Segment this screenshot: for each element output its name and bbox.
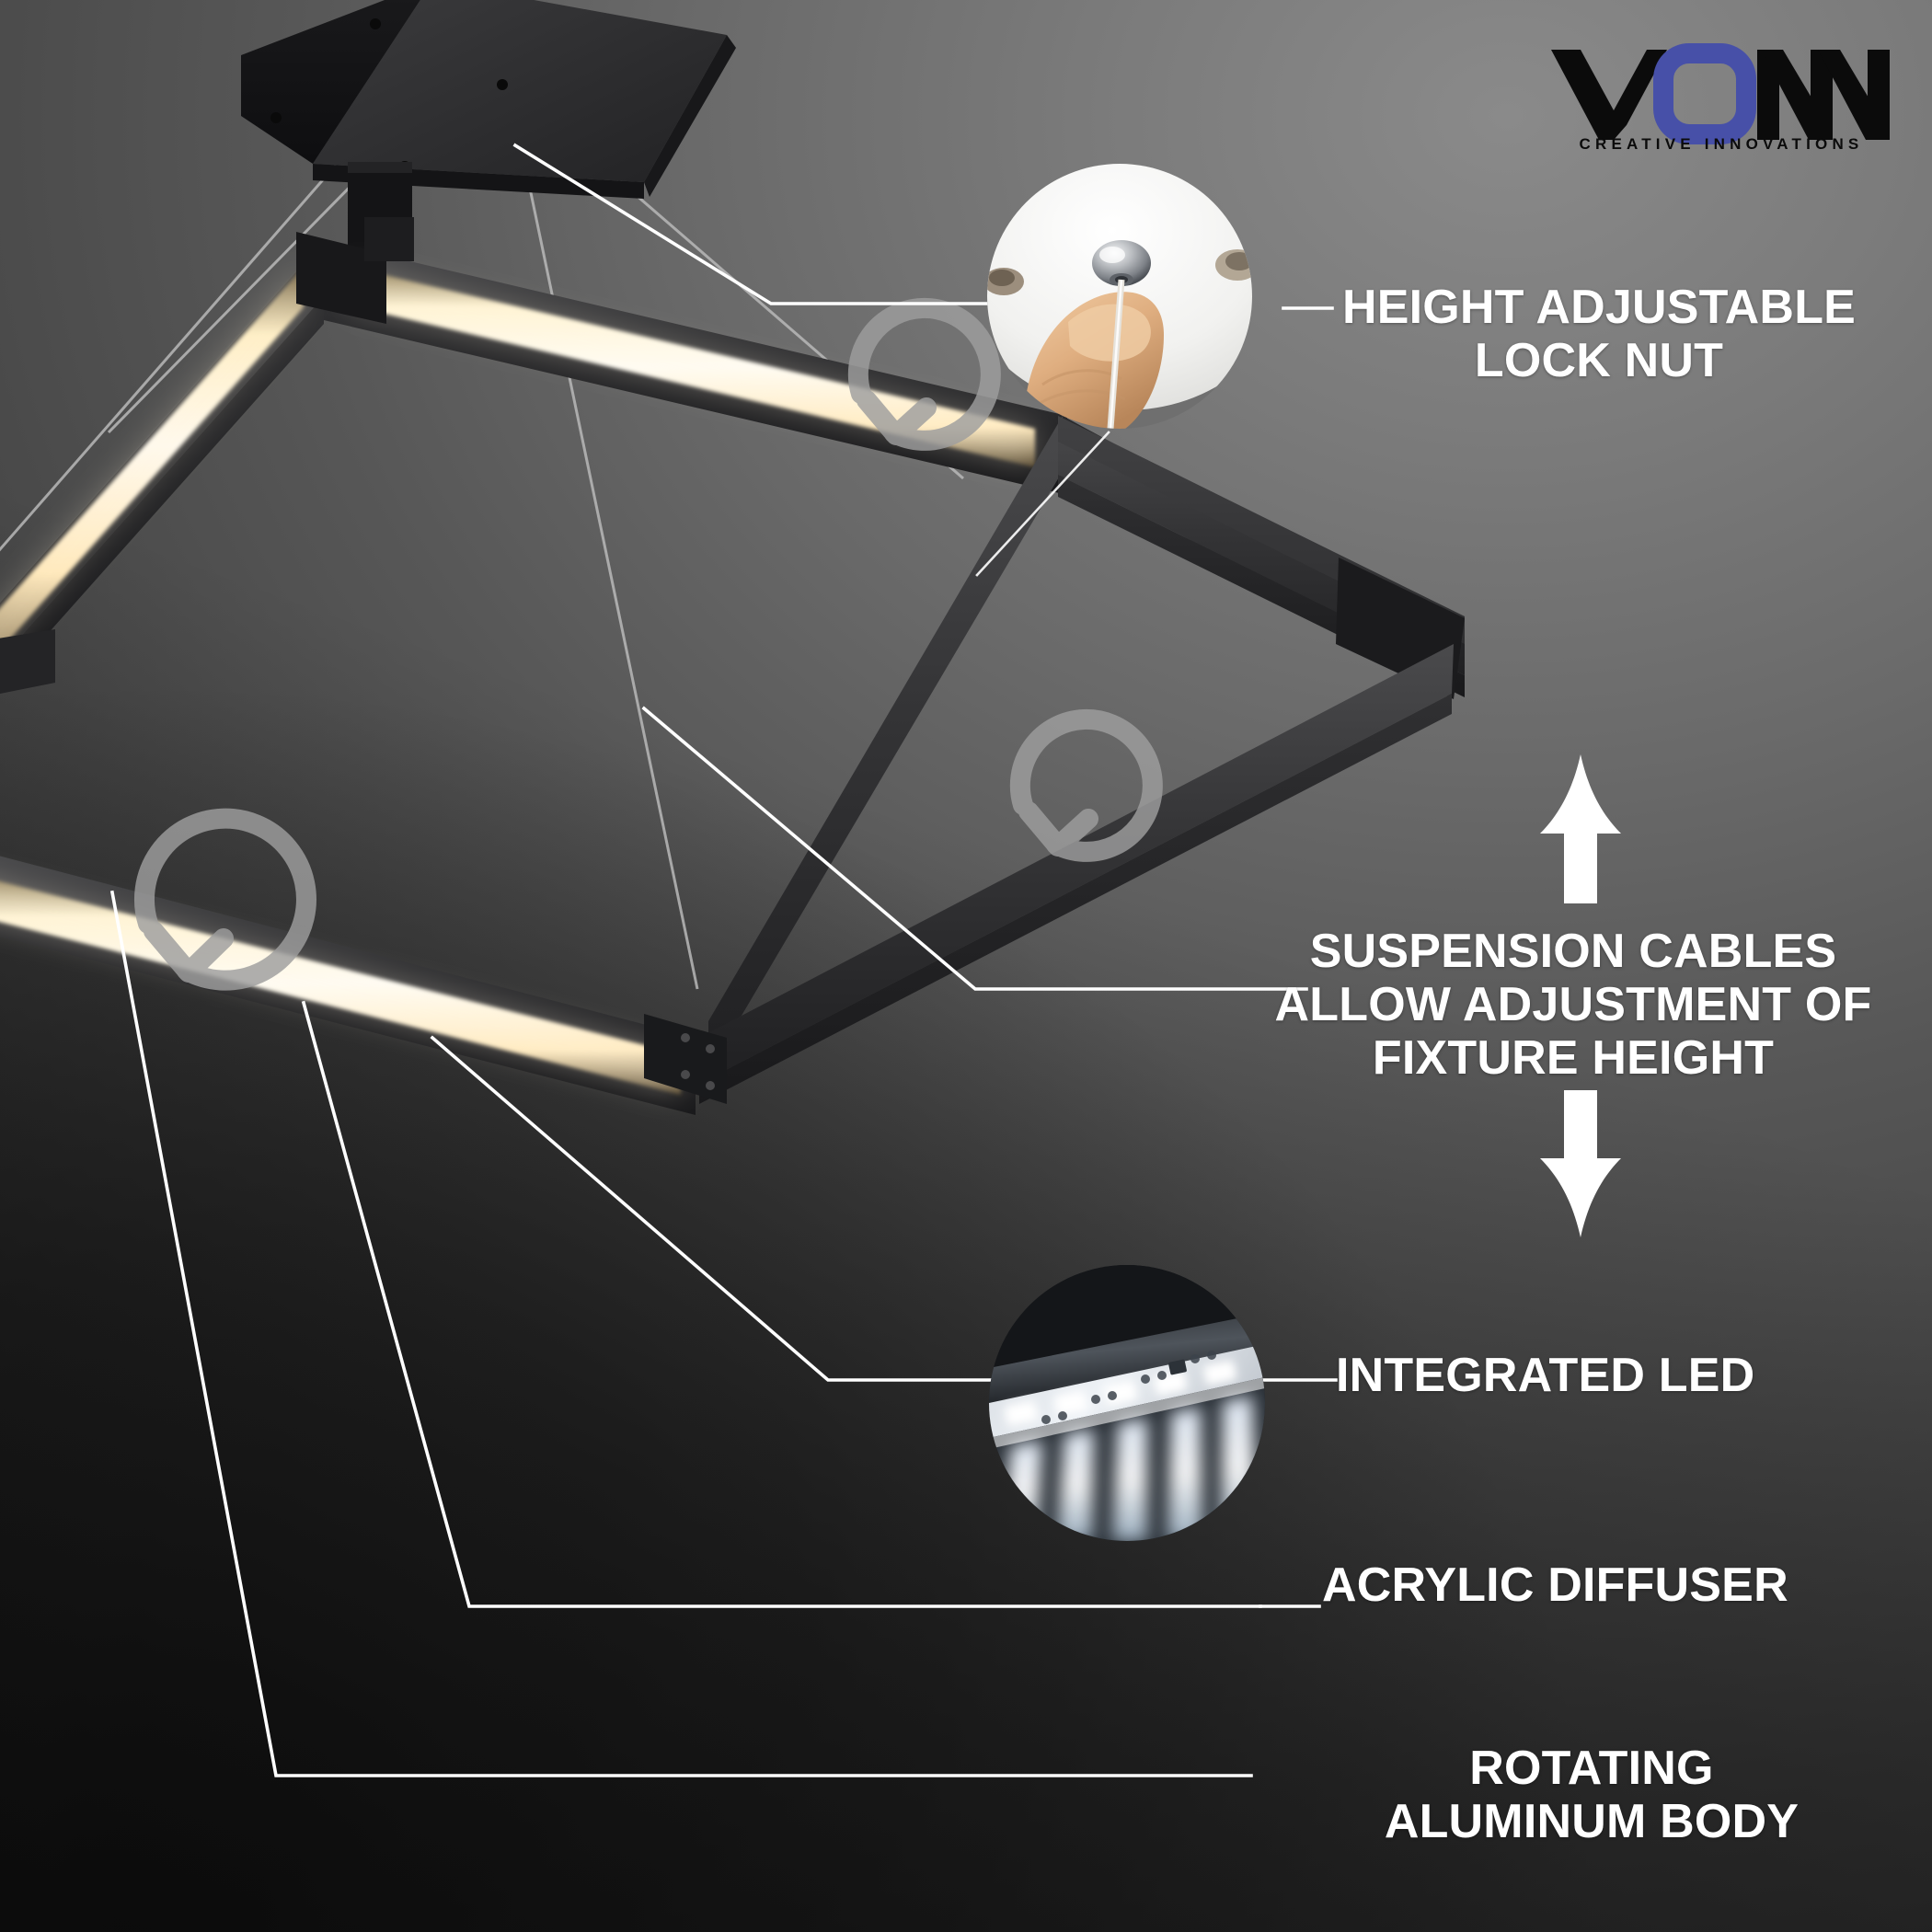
callout-suspension-cables: SUSPENSION CABLES ALLOW ADJUSTMENT OF FI… — [1274, 925, 1872, 1086]
leader-line-rotating-body — [109, 890, 1253, 1777]
logo-tagline: CREATIVE INNOVATIONS — [1580, 135, 1864, 151]
fixture-corner-bottom — [644, 1014, 727, 1104]
logo-wordmark — [1551, 43, 1890, 144]
logo-o-accent — [1653, 43, 1756, 144]
vonn-logo: CREATIVE INNOVATIONS — [1547, 29, 1895, 151]
fixture-bar-right-descending — [699, 644, 1454, 1104]
up-arrow-icon — [1540, 754, 1621, 903]
fixture-bar-left — [0, 241, 324, 688]
callout-acrylic-diffuser: ACRYLIC DIFFUSER — [1322, 1558, 1788, 1612]
inset-photo-lock-nut — [987, 164, 1252, 429]
callout-height-adjustable-lock-nut: HEIGHT ADJUSTABLE LOCK NUT — [1341, 281, 1857, 388]
leader-line-suspension — [641, 706, 1308, 991]
down-arrow-icon — [1540, 1090, 1621, 1237]
rotation-arrow-icon — [134, 808, 316, 991]
rotation-arrow-icon — [847, 297, 1001, 451]
leader-line-acrylic-diffuser — [301, 1000, 1262, 1608]
fixture-corner-top-left — [296, 217, 414, 324]
leader-line-lock-nut — [512, 143, 1001, 305]
fixture-bar-lower-left — [0, 629, 55, 694]
leader-line-lock-nut-b — [975, 431, 1110, 577]
ceiling-canopy — [241, 0, 736, 250]
rotation-arrow-icon — [1009, 708, 1163, 862]
inset-photo-led-strip — [989, 1265, 1265, 1541]
leader-line-integrated-led — [430, 1035, 997, 1382]
callout-rotating-aluminum-body: ROTATING ALUMINUM BODY — [1384, 1742, 1800, 1849]
callout-integrated-led: INTEGRATED LED — [1336, 1349, 1755, 1402]
